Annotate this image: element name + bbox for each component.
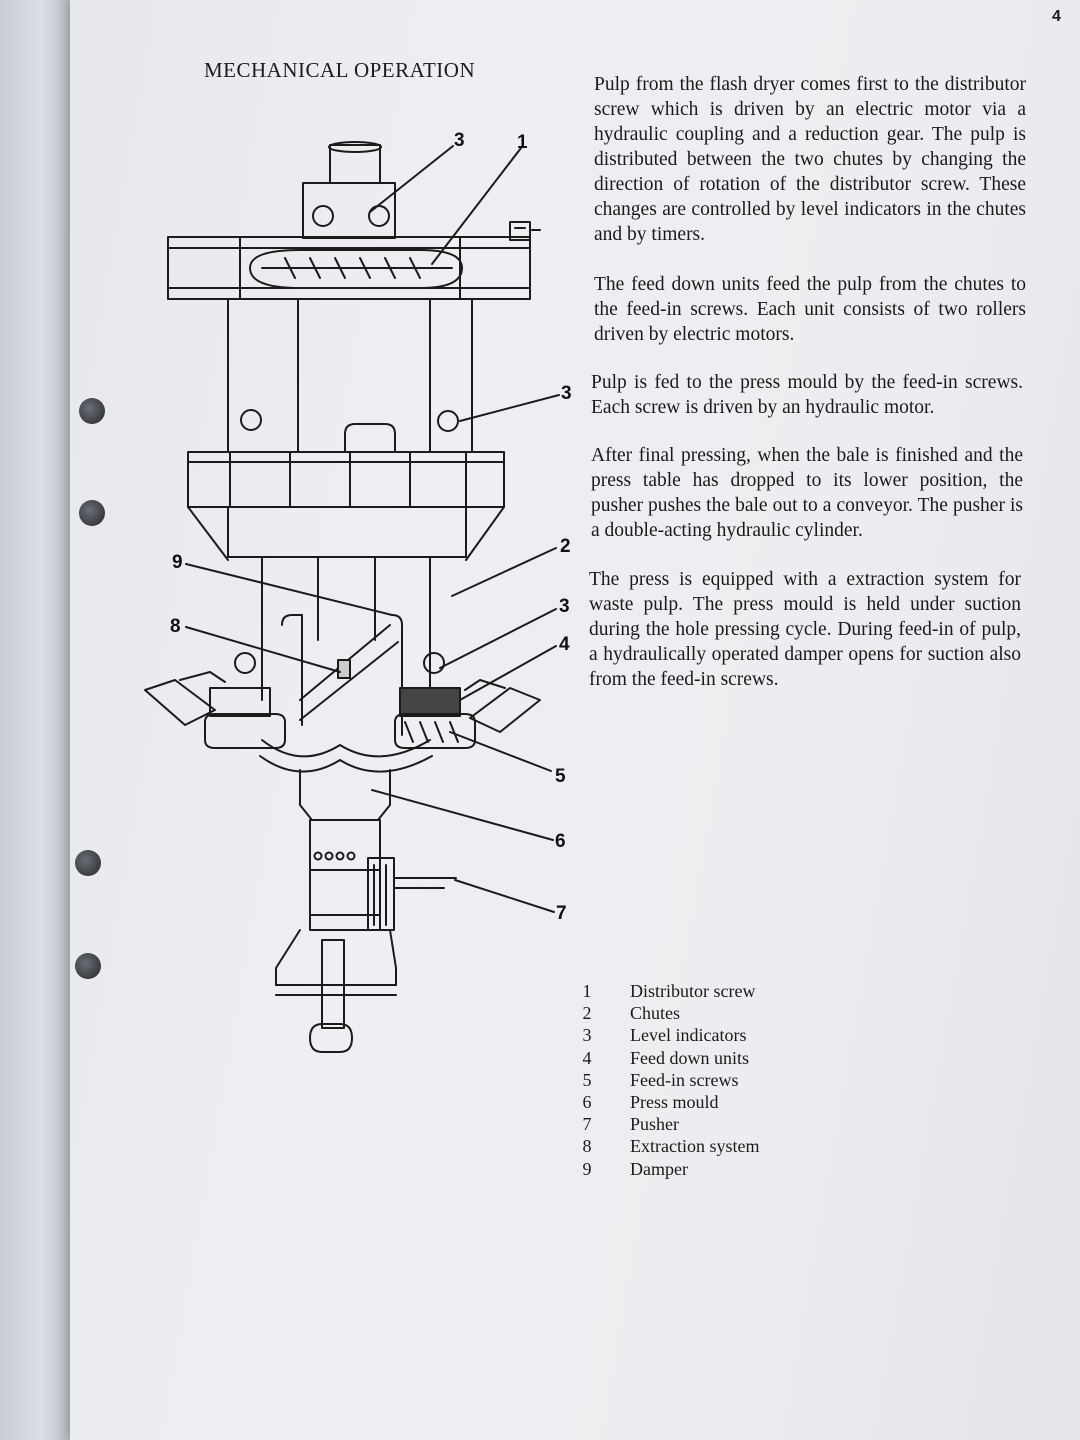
legend-number: 7 [582, 1114, 592, 1135]
feed-down-unit [399, 687, 461, 717]
callout-number: 3 [454, 130, 465, 151]
feed-in-screw-left [204, 713, 286, 749]
legend-label: Level indicators [630, 1025, 747, 1046]
extraction-pipe-left [281, 614, 303, 726]
distributor-screw-flights [284, 257, 421, 279]
distributor-hood [302, 182, 396, 239]
callout-number: 3 [561, 383, 572, 404]
callout-number: 3 [559, 596, 570, 617]
callout-number: 8 [170, 616, 181, 637]
press-table [187, 451, 505, 508]
legend-label: Feed-in screws [630, 1069, 739, 1090]
legend-label: Press mould [630, 1092, 719, 1113]
paragraph-extraction: The press is equipped with a extraction … [589, 569, 1021, 690]
callout-number: 4 [559, 634, 570, 655]
paragraph-feed-in: Pulp is fed to the press mould by the fe… [591, 372, 1023, 418]
legend-item: 1 Distributor screw [572, 980, 759, 1002]
feed-in-screw-right [394, 713, 476, 749]
hydraulic-motor-left [144, 679, 216, 726]
pusher-cylinder [367, 857, 395, 931]
legend-number: 6 [582, 1092, 592, 1113]
extraction-pipe-right [391, 614, 403, 736]
punch-hole [75, 850, 101, 876]
callout-number: 6 [555, 831, 566, 852]
hydraulic-motor-right [469, 687, 541, 733]
legend-label: Distributor screw [630, 981, 756, 1001]
press-mould [299, 769, 391, 821]
legend-number: 3 [582, 1025, 592, 1046]
document-page [70, 0, 1080, 1440]
legend-item: 5 Feed-in screws [572, 1069, 759, 1091]
legend-item: 3 Level indicators [572, 1024, 759, 1046]
paragraph-distributor: Pulp from the flash dryer comes first to… [594, 74, 1026, 245]
distributor-screw-housing [249, 249, 463, 289]
legend-label: Damper [630, 1158, 688, 1179]
level-indicator-low-right [423, 652, 445, 674]
punch-hole [79, 398, 105, 424]
legend-number: 9 [582, 1158, 592, 1179]
legend-number: 8 [582, 1136, 592, 1157]
legend-item: 7 Pusher [572, 1113, 759, 1135]
legend-item: 9 Damper [572, 1158, 759, 1180]
paragraph-pusher: After final pressing, when the bale is f… [591, 445, 1023, 541]
punch-hole [79, 500, 105, 526]
level-indicator-top-right [368, 205, 390, 227]
legend-number: 4 [582, 1047, 592, 1068]
legend-label: Chutes [630, 1003, 681, 1024]
callout-number: 2 [560, 536, 571, 557]
legend-label: Extraction system [630, 1136, 760, 1157]
press-machine-diagram: 3 1 3 2 9 8 3 4 5 6 7 [144, 130, 572, 1053]
legend-number: 1 [582, 981, 592, 1001]
legend-number: 2 [582, 1003, 592, 1024]
level-indicator-mid-right [437, 410, 459, 432]
callout-number: 7 [556, 903, 567, 924]
callout-number: 9 [172, 552, 183, 573]
level-indicator-top-left [312, 205, 334, 227]
parts-legend: 1 Distributor screw 2 Chutes 3 Level ind… [572, 980, 760, 1180]
level-indicator-mid-left [240, 409, 262, 431]
pusher-rod [393, 877, 457, 889]
legend-number: 5 [582, 1069, 592, 1090]
legend-item: 2 Chutes [572, 1002, 759, 1024]
base-foot [309, 1023, 353, 1053]
callout-number: 1 [517, 132, 528, 153]
callout-number: 5 [555, 766, 566, 787]
legend-label: Pusher [630, 1114, 679, 1135]
mould-column [309, 819, 381, 931]
legend-item: 6 Press mould [572, 1091, 759, 1113]
binder-edge [0, 0, 70, 1440]
legend-label: Feed down units [630, 1047, 749, 1068]
paragraph-feed-down: The feed down units feed the pulp from t… [594, 274, 1026, 345]
distributor-housing [167, 236, 531, 300]
punch-hole [75, 953, 101, 979]
legend-item: 8 Extraction system [572, 1135, 760, 1157]
page-number: 4 [1052, 8, 1061, 25]
section-title: MECHANICAL OPERATION [204, 58, 476, 82]
level-indicator-low-left [234, 652, 256, 674]
legend-item: 4 Feed down units [572, 1047, 759, 1069]
